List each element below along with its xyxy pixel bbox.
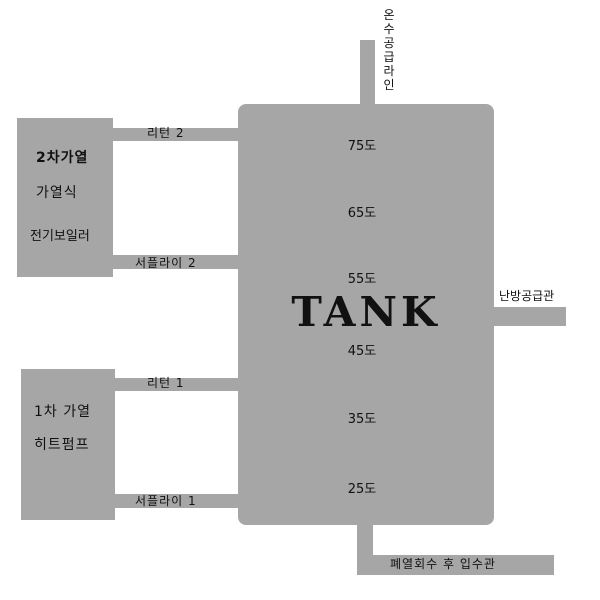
- return-2-label: 리턴 2: [147, 126, 185, 140]
- drain-pipe-horizontal: [357, 555, 554, 575]
- primary-heater-title: 1차 가열: [34, 404, 91, 420]
- tank-title: TANK: [291, 288, 441, 336]
- supply-1-label: 서플라이 1: [135, 494, 197, 508]
- supply-2-pipe: [113, 255, 238, 269]
- primary-heater-box: [21, 369, 115, 520]
- heating-supply-pipe: [494, 307, 566, 326]
- return-1-pipe: [115, 378, 238, 391]
- primary-heater-device: 히트펌프: [34, 437, 90, 453]
- temp-label-35: 35도: [347, 412, 377, 427]
- supply-2-label: 서플라이 2: [135, 256, 197, 270]
- secondary-heater-device: 전기보일러: [30, 229, 90, 244]
- temp-label-75: 75도: [347, 139, 377, 154]
- supply-1-pipe: [115, 494, 238, 508]
- return-2-pipe: [113, 128, 238, 141]
- secondary-heater-title: 2차가열: [36, 150, 89, 166]
- temp-label-55: 55도: [347, 272, 377, 287]
- hot-water-supply-label: 온수공급라인: [383, 8, 395, 92]
- temp-label-25: 25도: [347, 482, 377, 497]
- storage-tank: [238, 104, 494, 525]
- heating-supply-label: 난방공급관: [499, 289, 555, 303]
- drain-recovery-label: 폐열회수 후 입수관: [390, 557, 496, 571]
- hot-water-supply-pipe: [360, 40, 375, 104]
- secondary-heater-type: 가열식: [36, 185, 78, 201]
- temp-label-45: 45도: [347, 344, 377, 359]
- secondary-heater-box: [17, 118, 113, 277]
- return-1-label: 리턴 1: [147, 376, 185, 390]
- temp-label-65: 65도: [347, 206, 377, 221]
